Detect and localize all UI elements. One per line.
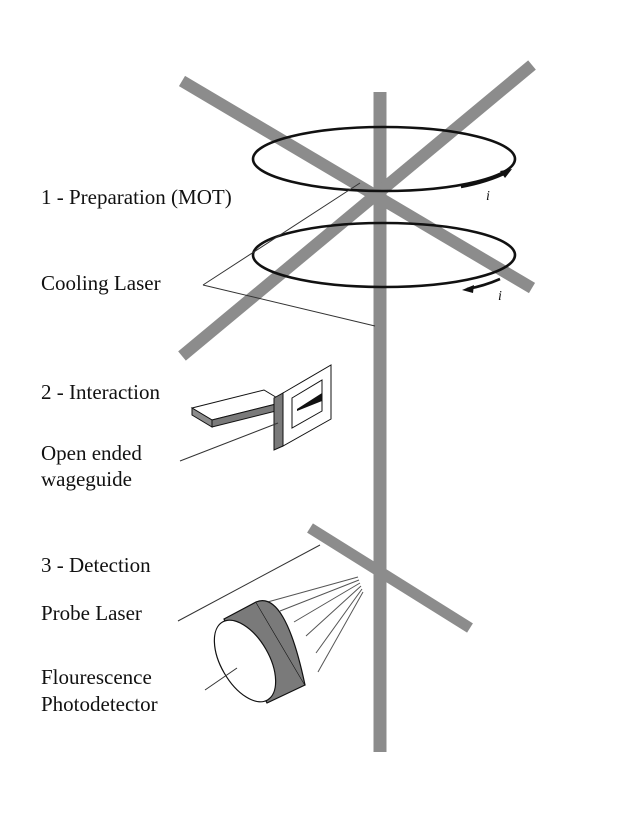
- lower-coil: [251, 221, 517, 289]
- cooling-beam-diagonal-b: [178, 60, 536, 361]
- waveguide-label-line1: Open ended: [41, 441, 142, 465]
- photodetector-leader: [204, 667, 238, 691]
- interaction-label: 2 - Interaction: [41, 380, 160, 404]
- waveguide-label-line2: wageguide: [41, 467, 132, 491]
- cooling-laser-leader-lower: [202, 284, 376, 327]
- lower-coil-current-label: i: [498, 289, 502, 304]
- fluorescence-photodetector: [213, 600, 306, 704]
- upper-coil-current-label: i: [486, 189, 490, 204]
- cooling-laser-label: Cooling Laser: [41, 271, 161, 295]
- cooling-laser-leader-upper: [202, 182, 361, 286]
- upper-coil-arrowhead: [500, 169, 512, 178]
- photodetector-label-line1: Flourescence: [41, 665, 152, 689]
- photodetector-label-line2: Photodetector: [41, 692, 158, 716]
- upper-coil: [251, 125, 517, 193]
- waveguide-leader: [179, 422, 279, 462]
- lower-coil-arrowhead: [462, 285, 474, 293]
- detection-label: 3 - Detection: [41, 553, 151, 577]
- preparation-mot-label: 1 - Preparation (MOT): [41, 185, 232, 209]
- fluorescence-rays: [263, 576, 364, 673]
- probe-laser-leader: [177, 544, 321, 622]
- probe-laser-beam: [307, 523, 473, 633]
- probe-laser-label: Probe Laser: [41, 601, 142, 625]
- open-ended-waveguide: [190, 364, 332, 451]
